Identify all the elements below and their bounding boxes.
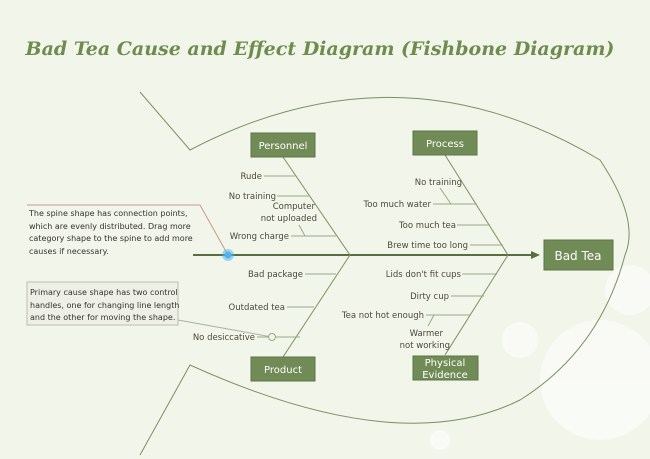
cause-label[interactable]: not working	[400, 341, 450, 351]
page-title: Bad Tea Cause and Effect Diagram (Fishbo…	[25, 38, 615, 60]
cause-label[interactable]: No training	[415, 178, 462, 188]
control-handle[interactable]	[268, 333, 276, 341]
note-line: handles, one for changing line length	[30, 301, 179, 310]
cause-label[interactable]: Brew time too long	[387, 241, 468, 251]
category-process[interactable]: Process	[412, 130, 478, 156]
category-label: Process	[426, 139, 464, 150]
cause-label[interactable]: Wrong charge	[230, 232, 289, 242]
cause-label[interactable]: No desiccative	[193, 333, 255, 343]
cause-label[interactable]: Too much water	[363, 200, 432, 210]
causes: Rude No training Computer not uploaded W…	[193, 172, 468, 351]
effect-label: Bad Tea	[554, 249, 601, 263]
personnel-bone[interactable]	[282, 156, 351, 256]
arrow-head-icon	[531, 251, 540, 259]
category-label: Physical	[425, 358, 466, 369]
category-product[interactable]: Product	[250, 356, 316, 382]
category-physical-evidence[interactable]: Physical Evidence	[412, 355, 479, 381]
cause-label[interactable]: Computer	[273, 202, 316, 212]
category-label: Evidence	[422, 370, 468, 381]
connection-point[interactable]	[224, 251, 232, 259]
cause-label[interactable]: not uploaded	[261, 214, 317, 224]
cause-label[interactable]: Warmer	[410, 329, 444, 339]
cause-label[interactable]: Bad package	[248, 270, 303, 280]
cause-label[interactable]: Tea not hot enough	[341, 311, 424, 321]
cause-lines	[27, 175, 503, 338]
effect-box[interactable]: Bad Tea	[543, 239, 614, 271]
note-line: which are evenly distributed. Drag more	[29, 222, 191, 231]
note-line: Primary cause shape has two control	[30, 288, 178, 297]
note-line: causes if necessary.	[29, 247, 109, 256]
cause-label[interactable]: Rude	[240, 172, 262, 182]
physical-bone[interactable]	[444, 254, 509, 356]
spine-note: The spine shape has connection points, w…	[28, 209, 193, 256]
cause-label[interactable]: Too much tea	[398, 221, 456, 231]
primary-cause-note: Primary cause shape has two control hand…	[26, 281, 179, 326]
category-label: Personnel	[259, 141, 308, 152]
cause-label[interactable]: No training	[229, 192, 276, 202]
category-personnel[interactable]: Personnel	[250, 132, 316, 158]
note-line: The spine shape has connection points,	[28, 209, 188, 218]
note-line: and the other for moving the shape.	[30, 313, 175, 322]
cause-label[interactable]: Lids don't fit cups	[386, 270, 462, 280]
note-line: category shape to the spine to add more	[29, 234, 193, 243]
decorative-flower-icon	[430, 265, 650, 450]
category-label: Product	[264, 365, 302, 376]
process-bone[interactable]	[444, 154, 509, 256]
cause-label[interactable]: Dirty cup	[410, 292, 449, 302]
cause-label[interactable]: Outdated tea	[229, 303, 285, 313]
fish-outline	[139, 91, 630, 456]
product-bone[interactable]	[282, 254, 351, 358]
